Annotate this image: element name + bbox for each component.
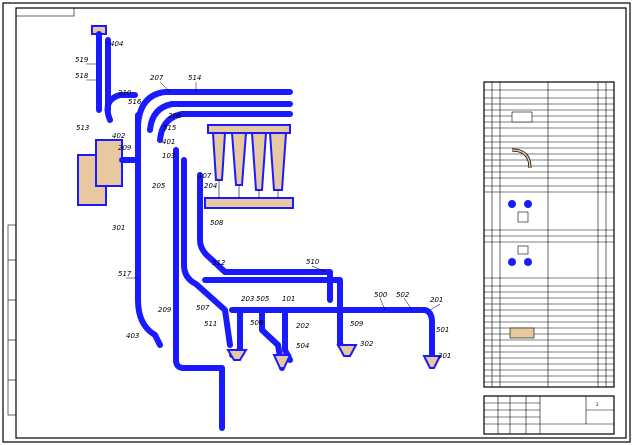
callout-501: 501 — [436, 326, 449, 334]
callout-207: 207 — [150, 74, 164, 82]
callout-401: 401 — [162, 138, 175, 146]
specification-table — [483, 81, 615, 388]
cyclone-base — [204, 197, 294, 209]
callout-201: 201 — [430, 296, 443, 304]
callout-517: 517 — [118, 270, 132, 278]
left-margin-strip — [7, 224, 17, 416]
callout-513: 513 — [76, 124, 89, 132]
title-block: 2 — [483, 395, 615, 435]
callout-209b: 209 — [158, 306, 172, 314]
tee-sketch-d — [524, 258, 532, 266]
callout-107: 107 — [198, 172, 212, 180]
callout-labels: 404 519 518 210 207 514 513 516 515 209 … — [75, 40, 451, 360]
callout-502: 502 — [396, 291, 410, 299]
callout-203: 203 — [241, 295, 254, 303]
callout-101: 101 — [282, 295, 295, 303]
callout-518: 518 — [75, 72, 89, 80]
callout-515: 515 — [163, 124, 177, 132]
tee-sketch-c — [508, 258, 516, 266]
cyclone-header — [207, 124, 291, 134]
hopper-3 — [336, 344, 358, 357]
tee-sketch-b — [524, 200, 532, 208]
transition-sketch — [511, 111, 533, 123]
callout-403: 403 — [126, 332, 139, 340]
callout-210: 210 — [118, 89, 132, 97]
fan-housing — [95, 139, 123, 187]
callout-505: 505 — [256, 295, 270, 303]
corner-stamp — [15, 7, 75, 17]
callout-302: 302 — [360, 340, 374, 348]
tee-sketch-a — [508, 200, 516, 208]
callout-504: 504 — [296, 342, 309, 350]
callout-206: 206 — [168, 112, 182, 120]
callout-301b: 301 — [438, 352, 451, 360]
callout-301: 301 — [112, 224, 125, 232]
duct-network — [77, 25, 442, 431]
callout-205: 205 — [152, 182, 166, 190]
callout-509: 509 — [350, 320, 364, 328]
callout-506: 506 — [250, 319, 264, 327]
callout-519: 519 — [75, 56, 89, 64]
straight-duct-sketch — [509, 327, 535, 339]
table-rows — [484, 97, 614, 383]
callout-404: 404 — [110, 40, 123, 48]
sheet-number: 2 — [596, 402, 599, 407]
callout-508: 508 — [210, 219, 224, 227]
callout-202: 202 — [296, 322, 310, 330]
hopper-2 — [272, 354, 292, 369]
inner-frame — [15, 7, 627, 439]
elbow-sketch — [511, 148, 532, 169]
callout-511: 511 — [204, 320, 217, 328]
hopper-4 — [422, 355, 442, 369]
callout-500: 500 — [374, 291, 388, 299]
callout-516: 516 — [128, 98, 142, 106]
callout-512: 512 — [212, 259, 226, 267]
callout-507: 507 — [196, 304, 210, 312]
callout-514: 514 — [188, 74, 201, 82]
callout-209: 209 — [118, 144, 132, 152]
callout-402: 402 — [112, 132, 126, 140]
cyclone-battery — [211, 132, 288, 191]
hopper-1 — [226, 349, 248, 361]
callout-510: 510 — [306, 258, 320, 266]
callout-204: 204 — [204, 182, 217, 190]
callout-103: 103 — [162, 152, 175, 160]
